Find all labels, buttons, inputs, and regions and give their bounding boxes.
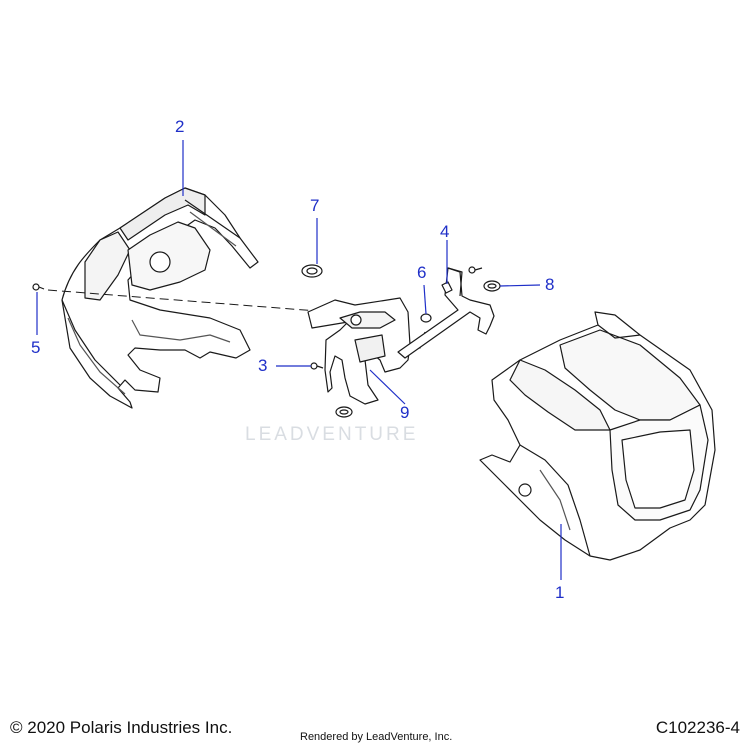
- nut-6-drawing[interactable]: [420, 313, 432, 323]
- callout-9[interactable]: 9: [400, 403, 410, 422]
- small-screw-drawing[interactable]: [468, 266, 483, 274]
- clip-4-drawing[interactable]: [441, 281, 453, 294]
- callout-3[interactable]: 3: [258, 356, 268, 375]
- screw-5-drawing[interactable]: [32, 283, 45, 291]
- headlight-shroud-drawing[interactable]: [479, 311, 716, 561]
- leadventure-watermark: LEADVENTURE: [245, 424, 419, 445]
- copyright-text: © 2020 Polaris Industries Inc.: [10, 718, 233, 737]
- rendered-by-text: Rendered by LeadVenture, Inc.: [300, 731, 453, 743]
- grommet-8-drawing[interactable]: [483, 280, 501, 292]
- screw-3-drawing[interactable]: [310, 362, 324, 370]
- callout-2[interactable]: 2: [175, 117, 185, 136]
- callout-7[interactable]: 7: [310, 196, 320, 215]
- callout-4[interactable]: 4: [440, 222, 450, 241]
- leader-lines: [36, 140, 562, 580]
- diagram-code: C102236-4: [655, 718, 740, 737]
- front-cowl-panel-drawing[interactable]: [61, 187, 259, 409]
- callout-6[interactable]: 6: [417, 263, 427, 282]
- grommet-lower-drawing[interactable]: [335, 406, 353, 418]
- arm-bracket-drawing[interactable]: [397, 267, 495, 359]
- callout-1[interactable]: 1: [555, 583, 565, 602]
- callout-8[interactable]: 8: [545, 275, 555, 294]
- callout-5[interactable]: 5: [31, 338, 41, 357]
- alignment-dash-line: [47, 289, 331, 313]
- grommet-7-drawing[interactable]: [301, 264, 323, 278]
